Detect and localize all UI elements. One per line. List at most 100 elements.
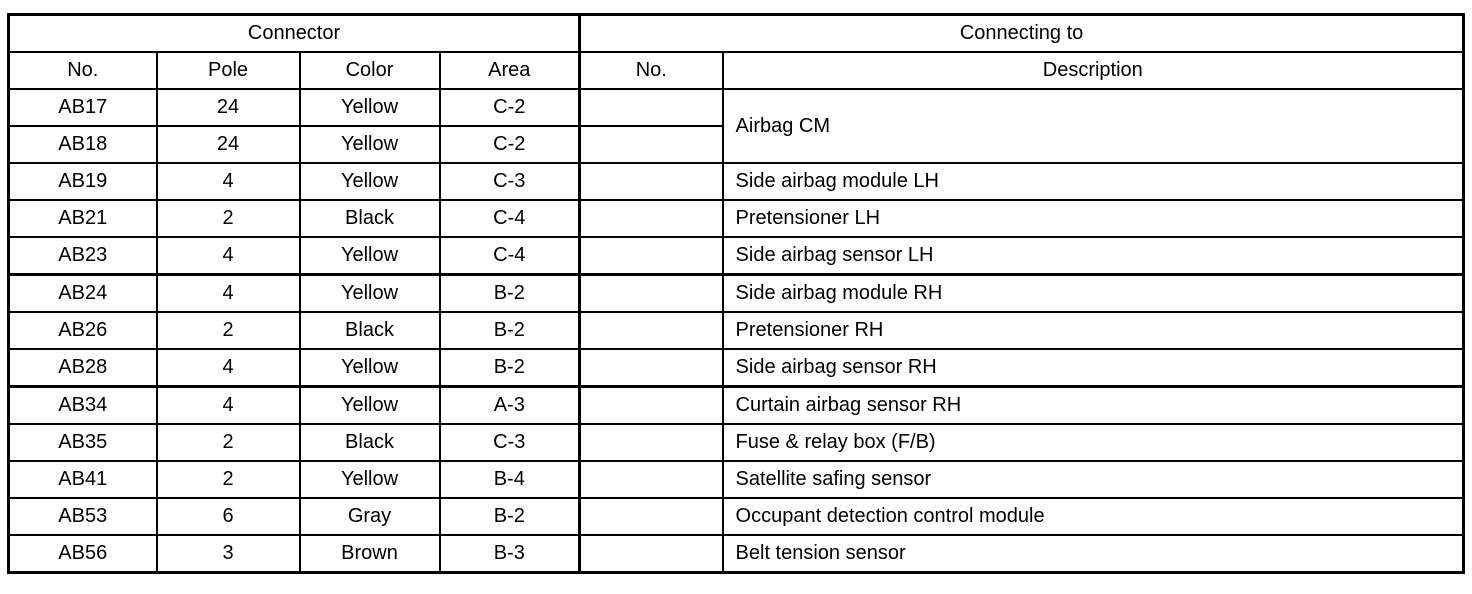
cell-area: B-2 [438,497,581,536]
cell-area: C-4 [438,199,581,238]
cell-description: Pretensioner RH [721,311,1465,350]
cell-pole: 6 [155,497,301,536]
cell-no: AB23 [7,236,158,276]
cell-conn-no [578,385,724,425]
cell-color: Brown [298,534,441,574]
connector-group-header: Connector [7,13,581,53]
cell-area: C-3 [438,162,581,201]
cell-pole: 3 [155,534,301,574]
cell-area: A-3 [438,385,581,425]
cell-conn-no [578,497,724,536]
cell-area: C-2 [438,125,581,164]
cell-color: Gray [298,497,441,536]
cell-color: Yellow [298,460,441,499]
cell-conn-no [578,273,724,313]
cell-color: Yellow [298,236,441,276]
cell-area: C-2 [438,88,581,127]
cell-conn-no [578,460,724,499]
cell-conn-no [578,311,724,350]
cell-description: Occupant detection control module [721,497,1465,536]
column-header-color: Color [298,51,441,90]
cell-conn-no [578,88,724,127]
cell-description: Fuse & relay box (F/B) [721,423,1465,462]
cell-description: Airbag CM [721,88,1465,164]
cell-description: Satellite safing sensor [721,460,1465,499]
cell-description: Pretensioner LH [721,199,1465,238]
cell-color: Yellow [298,162,441,201]
cell-no: AB18 [7,125,158,164]
connector-table: Connector Connecting to No. Pole Color A… [7,13,1466,574]
cell-no: AB21 [7,199,158,238]
cell-no: AB53 [7,497,158,536]
cell-color: Black [298,423,441,462]
cell-pole: 24 [155,125,301,164]
cell-area: C-4 [438,236,581,276]
cell-pole: 4 [155,348,301,388]
cell-description: Side airbag module LH [721,162,1465,201]
cell-description: Side airbag sensor RH [721,348,1465,388]
cell-conn-no [578,423,724,462]
cell-no: AB28 [7,348,158,388]
cell-pole: 2 [155,199,301,238]
cell-no: AB56 [7,534,158,574]
column-header-no: No. [7,51,158,90]
cell-pole: 2 [155,423,301,462]
cell-pole: 2 [155,460,301,499]
cell-pole: 4 [155,273,301,313]
cell-area: B-2 [438,348,581,388]
cell-no: AB17 [7,88,158,127]
cell-pole: 4 [155,385,301,425]
table-header: Connector Connecting to No. Pole Color A… [7,13,1465,90]
cell-pole: 2 [155,311,301,350]
cell-color: Black [298,311,441,350]
cell-conn-no [578,199,724,238]
cell-pole: 4 [155,162,301,201]
column-header-pole: Pole [155,51,301,90]
cell-conn-no [578,125,724,164]
cell-conn-no [578,348,724,388]
column-header-description: Description [721,51,1465,90]
cell-no: AB35 [7,423,158,462]
cell-conn-no [578,162,724,201]
cell-area: B-2 [438,311,581,350]
cell-description: Side airbag sensor LH [721,236,1465,276]
cell-color: Black [298,199,441,238]
column-header-row: No. Pole Color Area No. Description [7,51,1465,90]
group-header-row: Connector Connecting to [7,13,1465,53]
cell-pole: 4 [155,236,301,276]
cell-area: B-3 [438,534,581,574]
column-header-area: Area [438,51,581,90]
cell-color: Yellow [298,125,441,164]
cell-description: Curtain airbag sensor RH [721,385,1465,425]
column-header-connecting-no: No. [578,51,724,90]
cell-area: B-4 [438,460,581,499]
cell-area: C-3 [438,423,581,462]
cell-no: AB26 [7,311,158,350]
connecting-to-group-header: Connecting to [578,13,1465,53]
cell-no: AB24 [7,273,158,313]
cell-conn-no [578,236,724,276]
cell-no: AB19 [7,162,158,201]
cell-no: AB41 [7,460,158,499]
cell-area: B-2 [438,273,581,313]
cell-description: Belt tension sensor [721,534,1465,574]
cell-no: AB34 [7,385,158,425]
cell-color: Yellow [298,348,441,388]
cell-color: Yellow [298,88,441,127]
cell-conn-no [578,534,724,574]
